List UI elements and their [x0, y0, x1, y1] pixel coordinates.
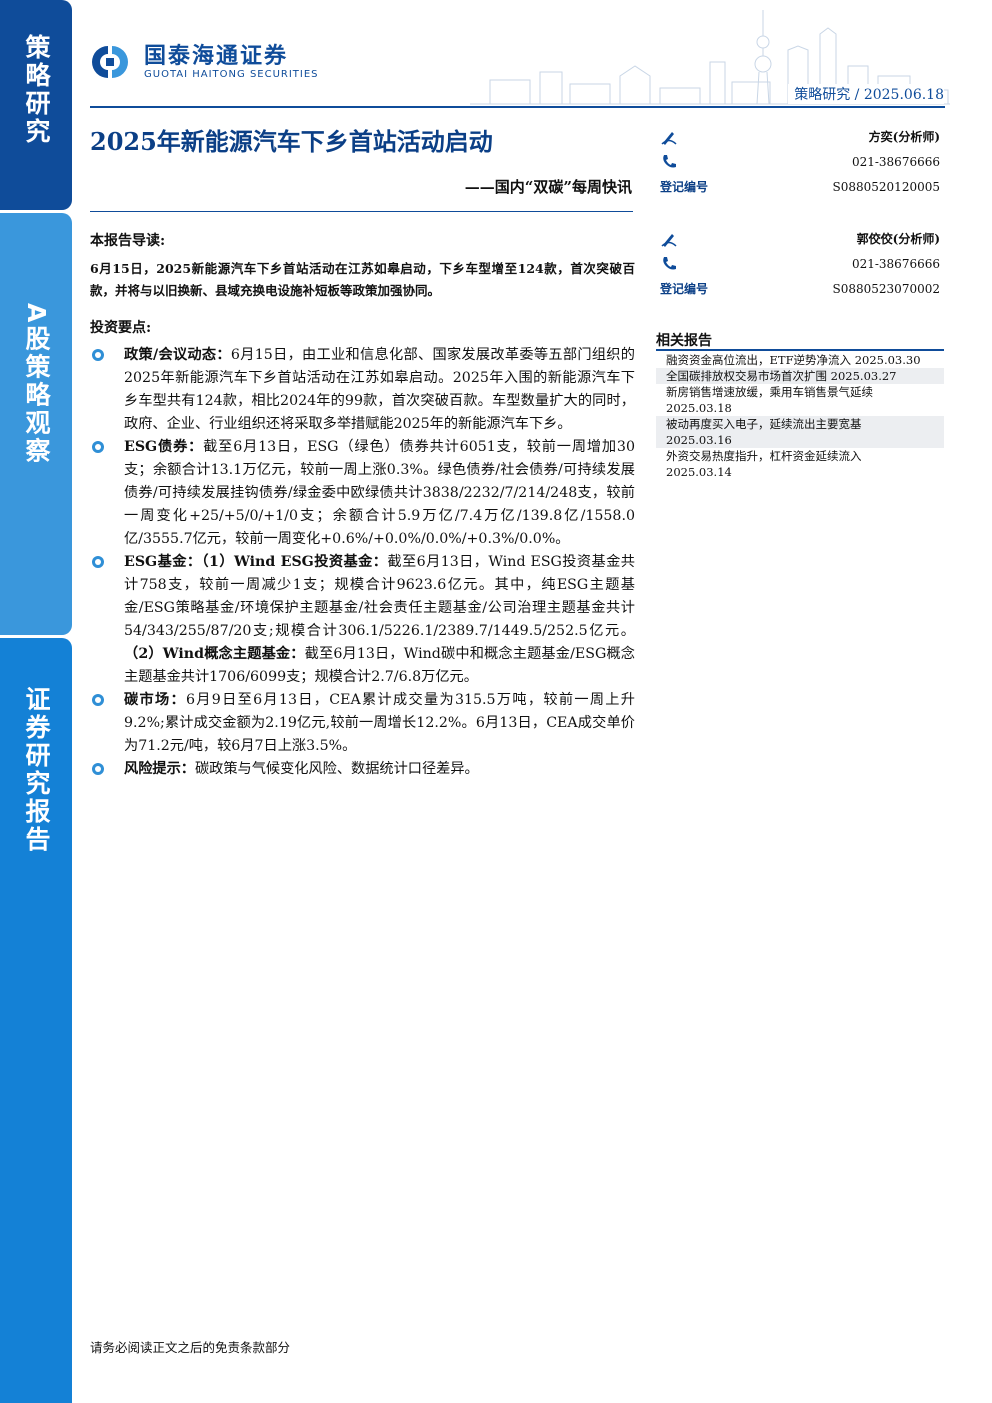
intro-text: 6月15日，2025新能源汽车下乡首站活动在江苏如皋启动，下乡车型增至124款，…	[90, 261, 635, 298]
related-report-date: 2025.03.16	[666, 433, 732, 447]
related-report-link[interactable]: 全国碳排放权交易市场首次扩围 2025.03.27	[656, 368, 944, 384]
related-reports-list: 融资资金高位流出，ETF逆势净流入 2025.03.30 全国碳排放权交易市场首…	[656, 352, 944, 480]
bullet-icon	[92, 441, 104, 453]
point-label: 风险提示：	[124, 761, 195, 777]
list-item: 风险提示：碳政策与气候变化风险、数据统计口径差异。	[90, 758, 635, 781]
related-report-title: 外资交易热度指升，杠杆资金延续流入	[666, 449, 862, 463]
related-report-title: 融资资金高位流出，ETF逆势净流入 2025.03.30	[666, 353, 921, 367]
registration-number: S0880523070002	[832, 281, 940, 296]
point-text: 截至6月13日，ESG（绿色）债券共计6051支，较前一周增加30支；余额合计1…	[124, 439, 635, 547]
point-label: 碳市场：	[124, 692, 186, 708]
key-points-list: 政策/会议动态：6月15日，由工业和信息化部、国家发展改革委等五部门组织的202…	[90, 344, 635, 781]
key-points-heading: 投资要点:	[90, 320, 152, 336]
registration-label: 登记编号	[660, 282, 709, 296]
logo-english-name: GUOTAI HAITONG SECURITIES	[144, 68, 319, 80]
point-text: 6月15日，由工业和信息化部、国家发展改革委等五部门组织的2025年新能源汽车下…	[124, 347, 635, 432]
report-category-date: 策略研究 / 2025.06.18	[788, 84, 944, 104]
left-sidebar: 策略研究 A股策略观察 证券研究报告	[0, 0, 72, 1403]
related-report-link[interactable]: 新房销售增速放缓，乘用车销售景气延续 2025.03.18	[656, 384, 944, 416]
registration-label: 登记编号	[660, 180, 709, 194]
point-text: 碳政策与气候变化风险、数据统计口径差异。	[194, 761, 479, 777]
analyst-name: 方奕(分析师)	[868, 130, 940, 144]
bullet-icon	[92, 763, 104, 775]
related-report-date: 2025.03.18	[666, 401, 732, 415]
intro-heading: 本报告导读:	[90, 233, 166, 249]
point-label: ESG基金：（1）Wind ESG投资基金：	[124, 554, 388, 570]
related-report-link[interactable]: 被动再度买入电子，延续流出主要宽基 2025.03.16	[656, 416, 944, 448]
list-item: ESG债券：截至6月13日，ESG（绿色）债券共计6051支，较前一周增加30支…	[90, 436, 635, 551]
point-label: 政策/会议动态：	[124, 347, 231, 363]
registration-number: S0880520120005	[832, 179, 940, 194]
list-item: 政策/会议动态：6月15日，由工业和信息化部、国家发展改革委等五部门组织的202…	[90, 344, 635, 436]
disclaimer-footer: 请务必阅读正文之后的免责条款部分	[90, 1340, 291, 1355]
related-report-title: 全国碳排放权交易市场首次扩围 2025.03.27	[666, 369, 897, 383]
related-reports-heading: 相关报告	[656, 333, 712, 349]
sidebar-a-share-observation: A股策略观察	[0, 213, 72, 635]
related-report-title: 新房销售增速放缓，乘用车销售景气延续	[666, 385, 873, 399]
bullet-icon	[92, 349, 104, 361]
pen-icon	[660, 128, 680, 146]
analyst-card: 郭佼佼(分析师) 021-38676666 登记编号 S088052307000…	[660, 226, 940, 301]
point-text: 截至6月13日，Wind ESG投资基金共计758支，较前一周减少1支；规模合计…	[124, 554, 635, 639]
phone-icon	[660, 255, 680, 273]
pen-icon	[660, 230, 680, 248]
title-divider	[90, 211, 633, 212]
list-item: ESG基金：（1）Wind ESG投资基金：截至6月13日，Wind ESG投资…	[90, 551, 635, 689]
point-text-secondary: 截至6月13日，Wind碳中和概念主题基金/ESG概念主题基金共计1706/60…	[124, 646, 635, 685]
company-logo: 国泰海通证券 GUOTAI HAITONG SECURITIES	[90, 44, 319, 80]
point-label: ESG债券：	[124, 439, 204, 455]
report-subtitle: ——国内“双碳”每周快讯	[464, 178, 632, 196]
logo-chinese-name: 国泰海通证券	[144, 43, 289, 69]
list-item: 碳市场：6月9日至6月13日，CEA累计成交量为315.5万吨，较前一周上升9.…	[90, 689, 635, 758]
bullet-icon	[92, 556, 104, 568]
analyst-phone: 021-38676666	[851, 256, 940, 271]
sidebar-label-report: 证券研究报告	[22, 686, 51, 854]
city-skyline-decoration	[470, 10, 950, 105]
sidebar-strategy-research: 策略研究	[0, 0, 72, 210]
phone-icon	[660, 153, 680, 171]
sidebar-label-strategy: 策略研究	[22, 34, 51, 146]
sidebar-label-observation: A股策略观察	[22, 302, 51, 466]
bullet-icon	[92, 694, 104, 706]
related-report-date: 2025.03.14	[666, 465, 732, 479]
point-label-secondary: （2）Wind概念主题基金：	[124, 646, 305, 662]
analyst-name: 郭佼佼(分析师)	[856, 232, 940, 246]
related-report-link[interactable]: 外资交易热度指升，杠杆资金延续流入 2025.03.14	[656, 448, 944, 480]
analyst-phone: 021-38676666	[851, 154, 940, 169]
related-reports-divider	[656, 349, 944, 351]
analyst-card: 方奕(分析师) 021-38676666 登记编号 S0880520120005	[660, 124, 940, 199]
sidebar-securities-report: 证券研究报告	[0, 638, 72, 1403]
point-text: 6月9日至6月13日，CEA累计成交量为315.5万吨，较前一周上升9.2%;累…	[124, 692, 635, 754]
header-divider	[90, 106, 945, 108]
related-report-link[interactable]: 融资资金高位流出，ETF逆势净流入 2025.03.30	[656, 352, 944, 368]
report-title: 2025年新能源汽车下乡首站活动启动	[90, 127, 493, 156]
logo-mark-icon	[90, 44, 134, 80]
related-report-title: 被动再度买入电子，延续流出主要宽基	[666, 417, 862, 431]
